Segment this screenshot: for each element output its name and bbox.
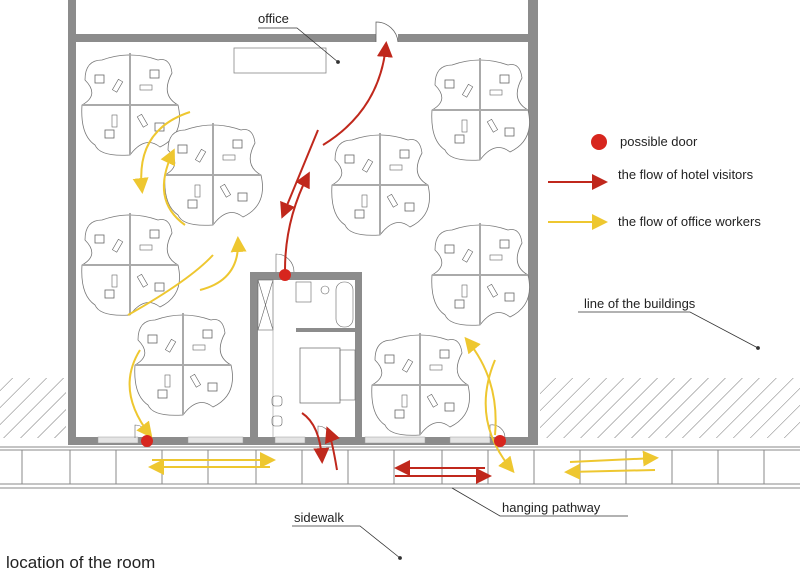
- legend-door-symbol: [591, 134, 607, 150]
- legend-door-label: possible door: [620, 134, 698, 149]
- reception-desk: [233, 47, 327, 74]
- legend-visitor-label: the flow of hotel visitors: [618, 167, 754, 182]
- possible-doors: [141, 269, 506, 447]
- building-line-label: line of the buildings: [584, 296, 696, 311]
- hanging-pathway: [0, 446, 800, 489]
- office-label: office: [258, 11, 289, 26]
- caption: location of the room: [6, 553, 156, 572]
- sidewalk-label: sidewalk: [294, 510, 344, 525]
- leader-lines: [258, 27, 760, 560]
- office-worker-flows: [127, 111, 659, 480]
- windows: [97, 436, 491, 444]
- hanging-pathway-label: hanging pathway: [502, 500, 601, 515]
- legend-worker-label: the flow of office workers: [618, 214, 761, 229]
- hotel-visitor-flows: [280, 41, 492, 484]
- legend-symbols: [548, 134, 608, 230]
- workstation-clusters: [80, 52, 531, 437]
- building-line-hatch-left: [0, 378, 66, 438]
- building-line-hatch-right: [540, 378, 800, 438]
- office-door: [375, 21, 399, 43]
- hotel-room: [250, 253, 362, 445]
